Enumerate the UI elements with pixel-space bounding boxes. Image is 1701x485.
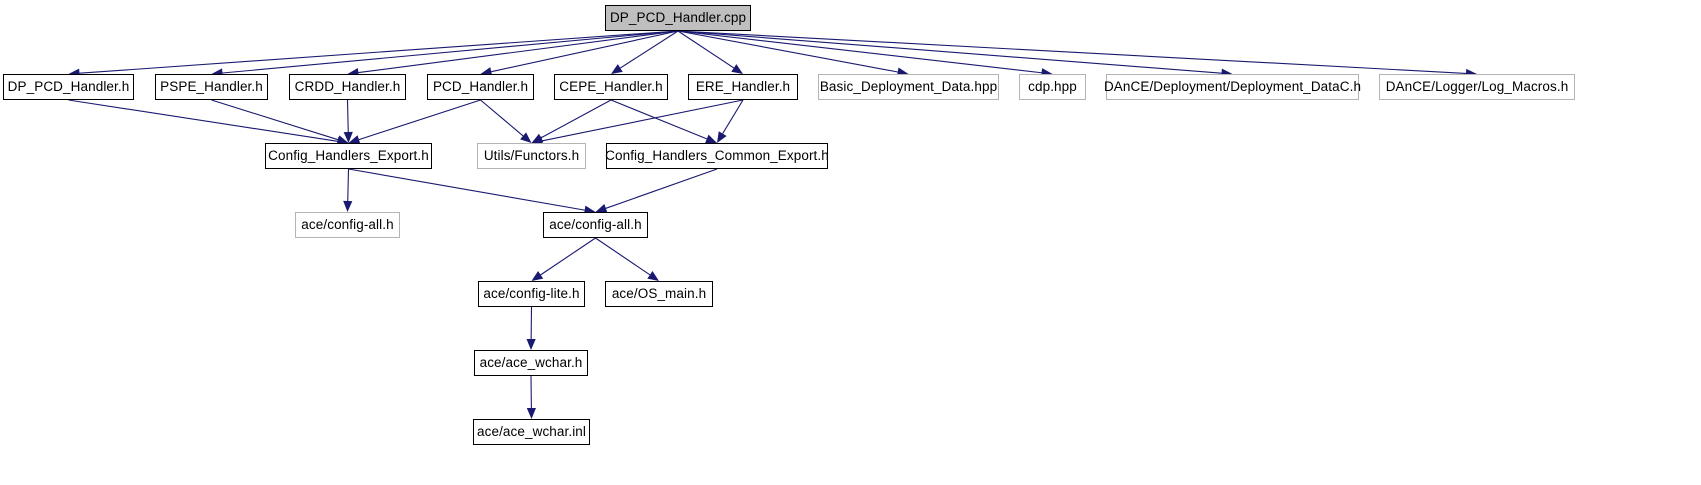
graph-edge-n18-n19 [526,375,536,419]
graph-edge-n0-n4 [480,30,679,77]
graph-node-label: Basic_Deployment_Data.hpp [819,79,998,95]
graph-edge-n0-n5 [611,30,679,74]
graph-node-label: DAnCE/Logger/Log_Macros.h [1385,79,1569,95]
graph-node-label: ace/ace_wchar.h [479,355,583,371]
graph-node-label: ERE_Handler.h [695,79,791,95]
graph-node-n10[interactable]: DAnCE/Logger/Log_Macros.h [1379,74,1575,100]
graph-node-label: DAnCE/Deployment/Deployment_DataC.h [1103,79,1362,95]
graph-node-n7[interactable]: Basic_Deployment_Data.hpp [818,74,999,100]
graph-node-n1[interactable]: DP_PCD_Handler.h [3,74,134,100]
graph-node-label: DP_PCD_Handler.cpp [609,10,747,26]
graph-node-n3[interactable]: CRDD_Handler.h [289,74,406,100]
graph-edge-n0-n6 [677,30,743,74]
graph-node-label: Config_Handlers_Common_Export.h [605,148,829,164]
graph-node-n15[interactable]: ace/config-all.h [543,212,648,238]
graph-edge-n6-n13 [717,99,744,143]
graph-node-n5[interactable]: CEPE_Handler.h [554,74,668,100]
graph-node-label: ace/OS_main.h [611,286,707,302]
graph-edge-n0-n10 [677,30,1477,79]
graph-node-label: CRDD_Handler.h [294,79,401,95]
graph-node-label: ace/config-lite.h [483,286,580,302]
graph-node-label: Config_Handlers_Export.h [268,148,429,164]
graph-node-label: ace/config-all.h [549,217,642,233]
graph-edge-n4-n11 [348,99,481,144]
graph-node-label: Utils/Functors.h [483,148,580,164]
graph-edge-n1-n11 [68,99,349,146]
graph-edge-n11-n15 [348,168,596,215]
graph-edge-n0-n7 [677,30,909,77]
graph-node-n17[interactable]: ace/OS_main.h [605,281,713,307]
graph-edge-n0-n8 [677,30,1053,78]
graph-node-n0[interactable]: DP_PCD_Handler.cpp [605,5,751,31]
graph-edge-n16-n18 [526,306,536,350]
graph-node-n13[interactable]: Config_Handlers_Common_Export.h [605,143,829,169]
graph-node-label: ace/config-all.h [301,217,394,233]
graph-node-n14[interactable]: ace/config-all.h [295,212,400,238]
graph-node-n19[interactable]: ace/ace_wchar.inl [473,419,590,445]
graph-edge-n6-n12 [531,99,744,146]
graph-edge-n2-n11 [211,99,349,145]
graph-node-n16[interactable]: ace/config-lite.h [478,281,585,307]
graph-edge-n13-n15 [595,168,718,213]
graph-node-label: CEPE_Handler.h [559,79,663,95]
graph-node-n11[interactable]: Config_Handlers_Export.h [265,143,432,169]
graph-node-n12[interactable]: Utils/Functors.h [477,143,586,169]
graph-edge-n15-n16 [531,237,596,281]
graph-node-label: cdp.hpp [1028,79,1077,95]
graph-node-n2[interactable]: PSPE_Handler.h [155,74,268,100]
graph-node-n4[interactable]: PCD_Handler.h [427,74,534,100]
graph-edge-n0-n9 [677,30,1233,78]
graph-edge-n5-n13 [610,99,717,144]
graph-edge-n15-n17 [595,237,659,281]
graph-node-n8[interactable]: cdp.hpp [1019,74,1086,100]
graph-node-n18[interactable]: ace/ace_wchar.h [474,350,588,376]
graph-edge-n5-n12 [531,99,612,143]
graph-node-label: DP_PCD_Handler.h [7,79,130,95]
graph-edge-n4-n12 [480,99,532,143]
graph-edge-n11-n14 [343,168,353,212]
graph-node-label: ace/ace_wchar.inl [477,424,587,440]
graph-node-n6[interactable]: ERE_Handler.h [688,74,798,100]
graph-edge-n0-n1 [68,30,679,78]
graph-node-n9[interactable]: DAnCE/Deployment/Deployment_DataC.h [1104,74,1361,100]
graph-edge-n3-n11 [343,99,353,143]
graph-edge-n0-n3 [347,30,679,78]
graph-node-label: PCD_Handler.h [432,79,529,95]
graph-edge-n0-n2 [211,30,679,78]
graph-node-label: PSPE_Handler.h [160,79,263,95]
